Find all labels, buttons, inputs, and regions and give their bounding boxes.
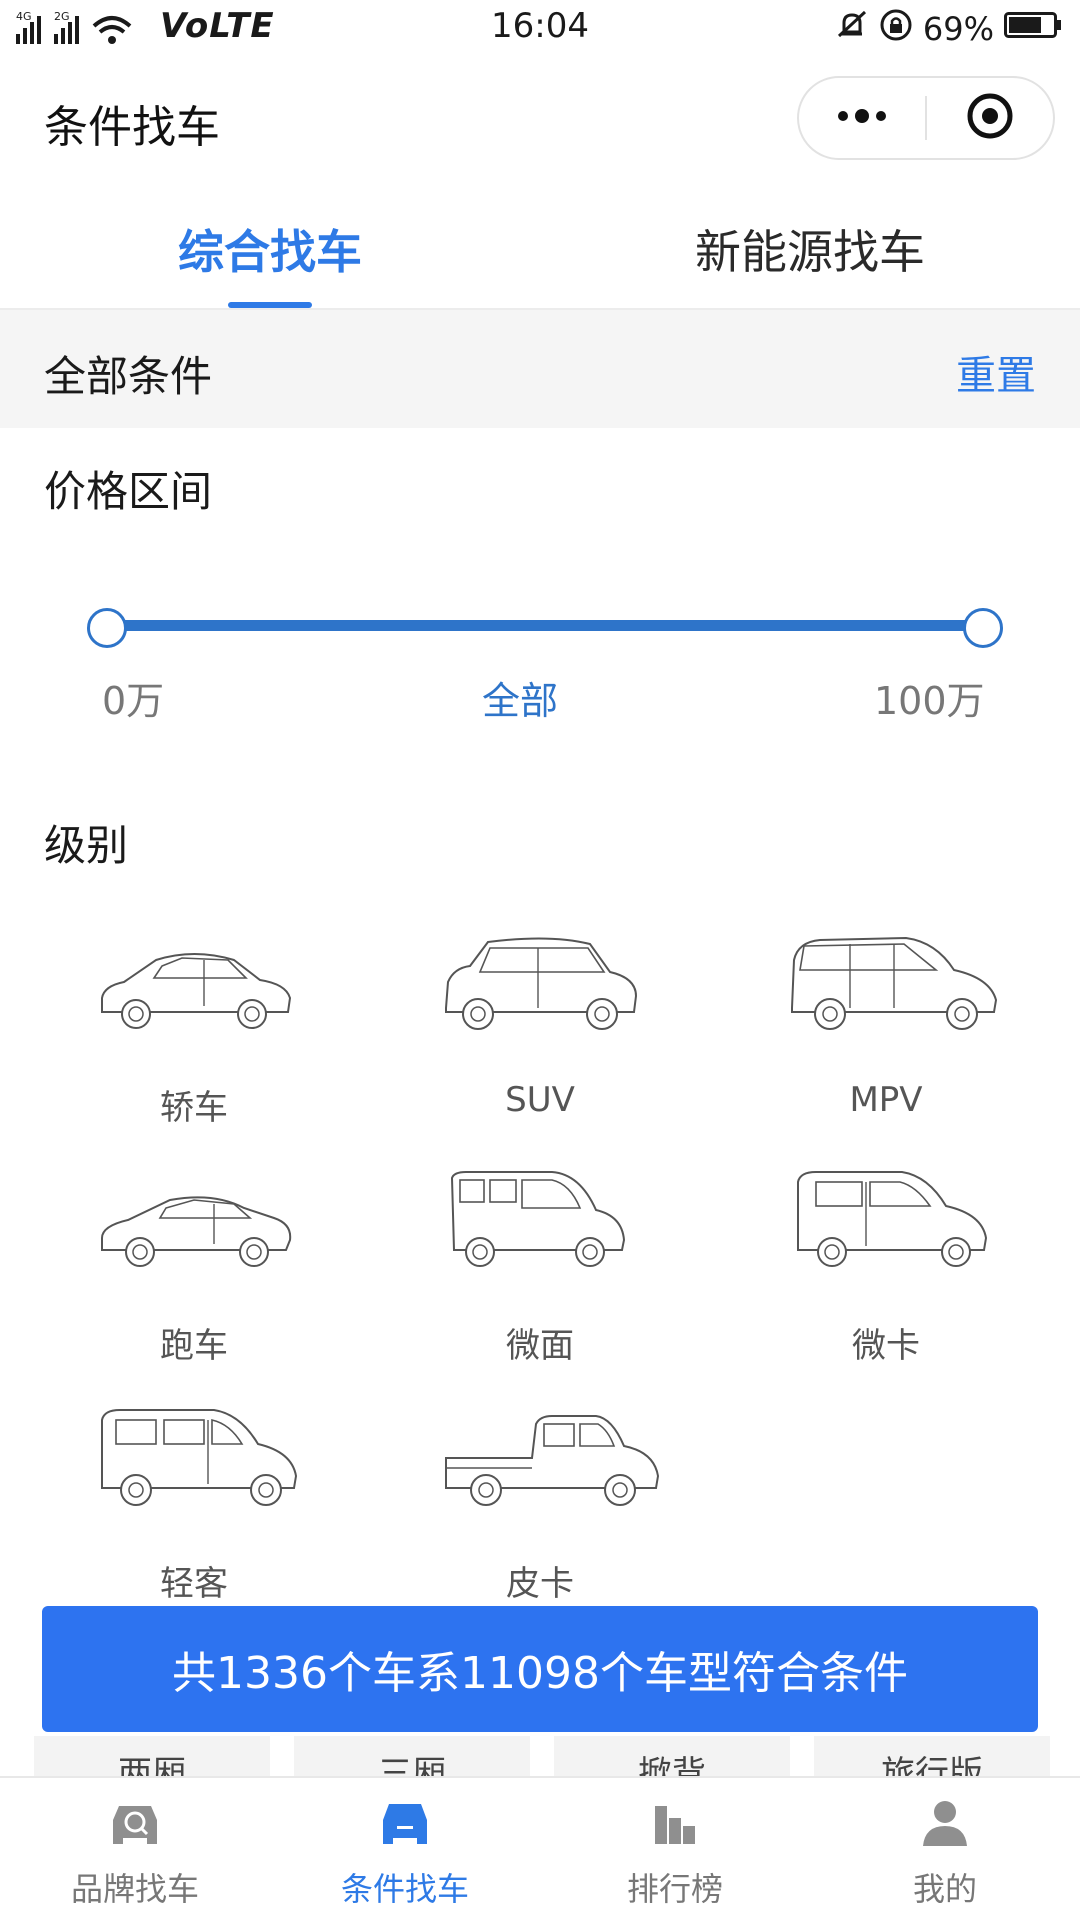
close-program-button[interactable] bbox=[927, 78, 1053, 158]
level-item-label: 皮卡 bbox=[506, 1564, 574, 1604]
level-item-micro-van[interactable]: 微面 bbox=[368, 1158, 712, 1394]
bottom-tab-brand-search[interactable]: 品牌找车 bbox=[0, 1778, 270, 1922]
price-min-label: 0万 bbox=[102, 679, 165, 723]
pickup-icon bbox=[445, 1415, 660, 1506]
bottom-tab-label: 条件找车 bbox=[340, 1870, 469, 1908]
chip-label: 三厢 bbox=[378, 1754, 446, 1776]
body-type-chip[interactable]: 旅行版 bbox=[814, 1736, 1050, 1776]
level-section-label: 级别 bbox=[44, 821, 129, 870]
capsule-divider bbox=[925, 96, 927, 140]
bottom-tab-label: 排行榜 bbox=[626, 1870, 723, 1908]
ranking-icon bbox=[647, 1794, 703, 1850]
micro-van-icon bbox=[450, 1171, 626, 1267]
bottom-tab-profile[interactable]: 我的 bbox=[810, 1778, 1080, 1922]
price-section-label: 价格区间 bbox=[44, 467, 213, 516]
battery-percent: 69% bbox=[922, 10, 994, 48]
bottom-tab-car-filter[interactable]: 条件找车 bbox=[270, 1778, 540, 1922]
level-item-pickup[interactable]: 皮卡 bbox=[368, 1396, 712, 1632]
level-item-label: MPV bbox=[849, 1080, 923, 1120]
network-4g-label: 4G bbox=[16, 10, 32, 23]
level-item-label: 轿车 bbox=[160, 1088, 228, 1128]
level-item-label: 轻客 bbox=[160, 1564, 228, 1604]
rotation-lock-icon bbox=[879, 8, 913, 50]
status-right: 69% bbox=[835, 8, 1062, 50]
sports-car-icon bbox=[101, 1196, 292, 1267]
mini-program-capsule bbox=[797, 76, 1055, 160]
bottom-tab-bar: 品牌找车 条件找车 排行榜 我的 bbox=[0, 1776, 1080, 1920]
light-bus-icon bbox=[101, 1409, 298, 1506]
price-slider-max-thumb[interactable] bbox=[963, 608, 1003, 648]
volte-label: VoLTE bbox=[160, 6, 275, 46]
nav-bar: 条件找车 bbox=[0, 56, 1080, 186]
brand-search-icon bbox=[107, 1794, 163, 1850]
level-item-micro-truck[interactable]: 微卡 bbox=[714, 1158, 1058, 1394]
body-type-chip[interactable]: 两厢 bbox=[34, 1736, 270, 1776]
car-filter-icon bbox=[377, 1794, 433, 1850]
mpv-icon bbox=[791, 936, 998, 1030]
micro-truck-icon bbox=[797, 1171, 988, 1267]
bottom-tab-ranking[interactable]: 排行榜 bbox=[540, 1778, 810, 1922]
status-time: 16:04 bbox=[491, 6, 589, 46]
level-item-label: SUV bbox=[505, 1080, 575, 1120]
page-title: 条件找车 bbox=[44, 102, 220, 153]
conditions-title: 全部条件 bbox=[44, 352, 213, 401]
status-bar: 4G 2G VoLTE 16:04 69% bbox=[0, 0, 1080, 56]
price-slider-min-thumb[interactable] bbox=[87, 608, 127, 648]
price-slider-track bbox=[106, 620, 982, 631]
chip-label: 两厢 bbox=[118, 1754, 186, 1776]
level-item-label: 微面 bbox=[506, 1326, 574, 1366]
suv-icon bbox=[445, 937, 638, 1030]
level-item-mpv[interactable]: MPV bbox=[714, 920, 1058, 1156]
signal-icons: 4G 2G bbox=[14, 10, 154, 50]
mute-icon bbox=[835, 8, 869, 50]
body-type-chip[interactable]: 三厢 bbox=[294, 1736, 530, 1776]
results-button[interactable]: 共1336个车系11098个车型符合条件 bbox=[42, 1606, 1038, 1732]
reset-button[interactable]: 重置 bbox=[956, 353, 1036, 399]
search-tabs: 综合找车 新能源找车 bbox=[0, 186, 1080, 310]
target-icon bbox=[965, 91, 1015, 145]
conditions-header: 全部条件 重置 bbox=[0, 310, 1080, 428]
battery-icon bbox=[1004, 10, 1062, 48]
bottom-tab-label: 品牌找车 bbox=[70, 1870, 199, 1908]
network-2g-label: 2G bbox=[54, 10, 70, 23]
price-current-label: 全部 bbox=[481, 679, 558, 723]
body-type-chip[interactable]: 掀背 bbox=[554, 1736, 790, 1776]
sedan-icon bbox=[101, 953, 292, 1029]
level-item-label: 跑车 bbox=[160, 1326, 228, 1366]
more-dots-icon bbox=[835, 108, 889, 128]
chip-label: 掀背 bbox=[638, 1754, 706, 1776]
tab-active-indicator bbox=[228, 302, 312, 308]
level-item-suv[interactable]: SUV bbox=[368, 920, 712, 1156]
level-item-light-bus[interactable]: 轻客 bbox=[22, 1396, 366, 1632]
profile-icon bbox=[917, 1794, 973, 1850]
more-button[interactable] bbox=[799, 78, 925, 158]
level-item-label: 微卡 bbox=[852, 1326, 920, 1366]
tab-new-energy-search[interactable]: 新能源找车 bbox=[695, 225, 925, 279]
tab-general-search[interactable]: 综合找车 bbox=[178, 225, 362, 279]
chip-label: 旅行版 bbox=[881, 1754, 983, 1776]
level-item-sedan[interactable]: 轿车 bbox=[22, 920, 366, 1156]
bottom-tab-label: 我的 bbox=[912, 1870, 977, 1908]
level-item-sports-car[interactable]: 跑车 bbox=[22, 1158, 366, 1394]
price-max-label: 100万 bbox=[874, 679, 985, 723]
